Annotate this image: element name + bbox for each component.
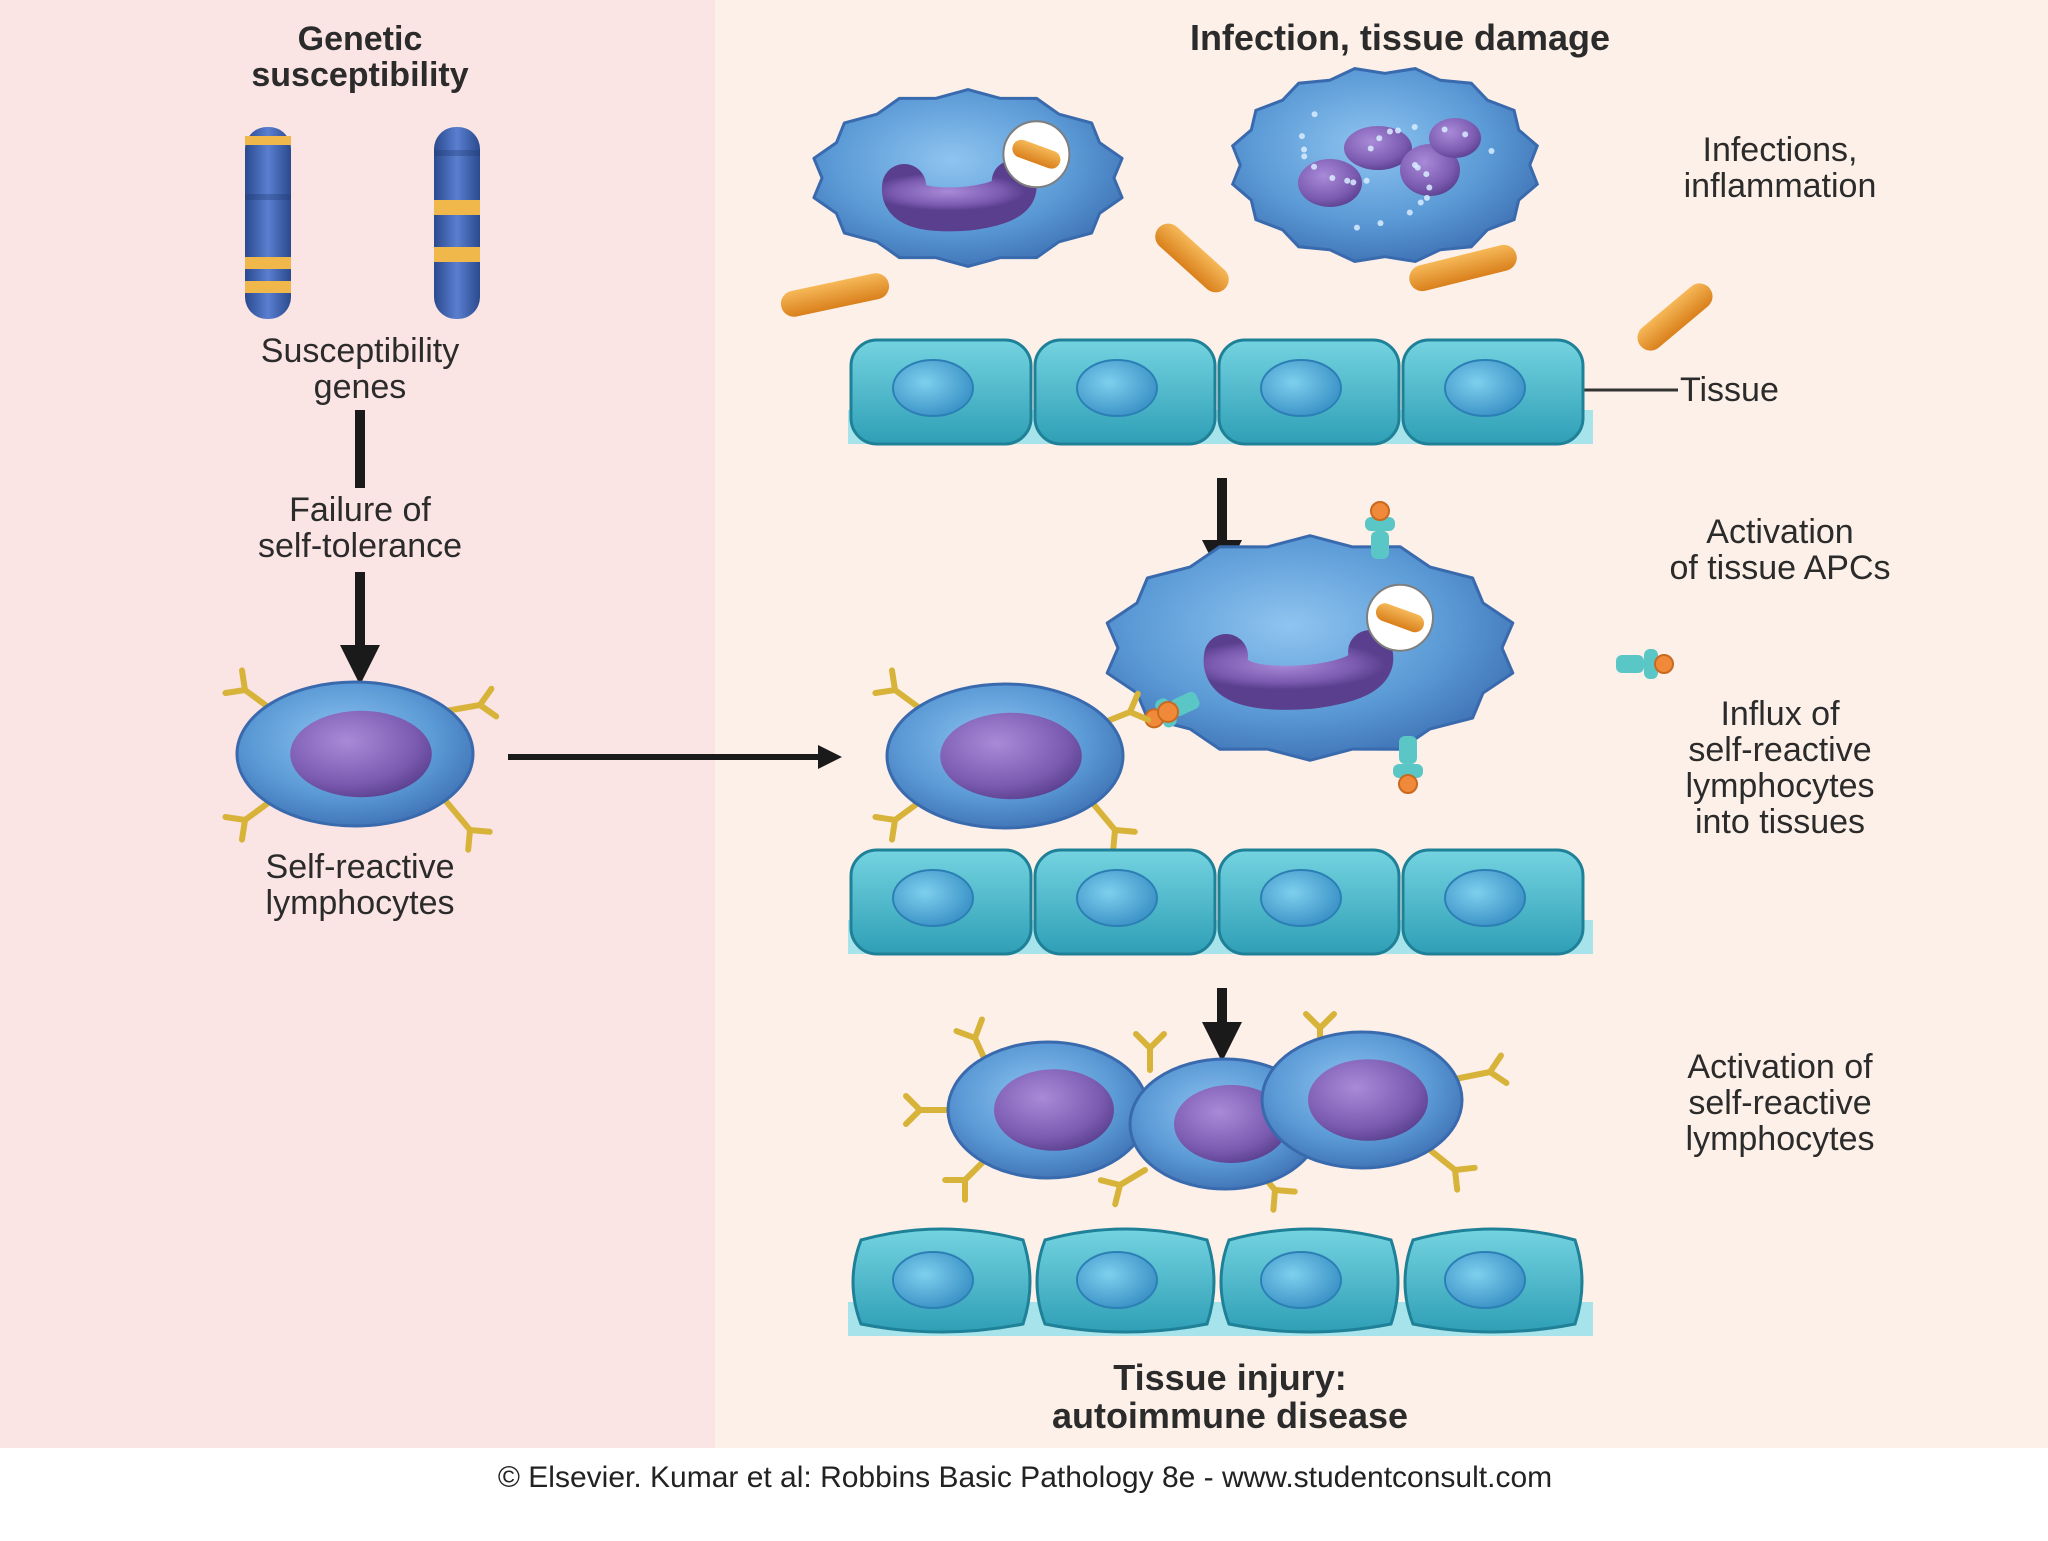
tissue-layer-1	[848, 338, 1593, 446]
footer-bg	[0, 1448, 2048, 1536]
infection-title: Infection, tissue damage	[1189, 17, 1611, 58]
tissue-layer-damaged	[848, 1227, 1593, 1336]
self-reactive-lymphocyte-left	[222, 667, 500, 853]
activated-lymphocyte-1	[903, 1016, 1150, 1203]
chromosome-1	[245, 127, 291, 319]
bacteria-group	[780, 223, 1713, 351]
antigen-contact	[1157, 701, 1179, 723]
copyright-credit: © Elsevier. Kumar et al: Robbins Basic P…	[497, 1461, 1553, 1494]
mhc-molecule	[1393, 736, 1423, 794]
chromosome-2	[434, 127, 480, 319]
infections-inflammation-label: Infections,inflammation	[1683, 131, 1877, 205]
activated-lymphocyte-3	[1260, 1011, 1510, 1193]
mhc-molecule	[1616, 649, 1674, 679]
macrophage-infection	[812, 88, 1124, 268]
mhc-molecule	[1365, 501, 1395, 559]
tissue-injury-outcome-label: Tissue injury:autoimmune disease	[1051, 1357, 1409, 1436]
tissue-layer-2	[848, 848, 1593, 956]
self-reactive-lymphocyte-influx	[872, 667, 1152, 853]
tissue-label: Tissue	[1680, 371, 1779, 409]
activated-apc	[1105, 501, 1674, 794]
neutrophil	[1230, 67, 1540, 263]
